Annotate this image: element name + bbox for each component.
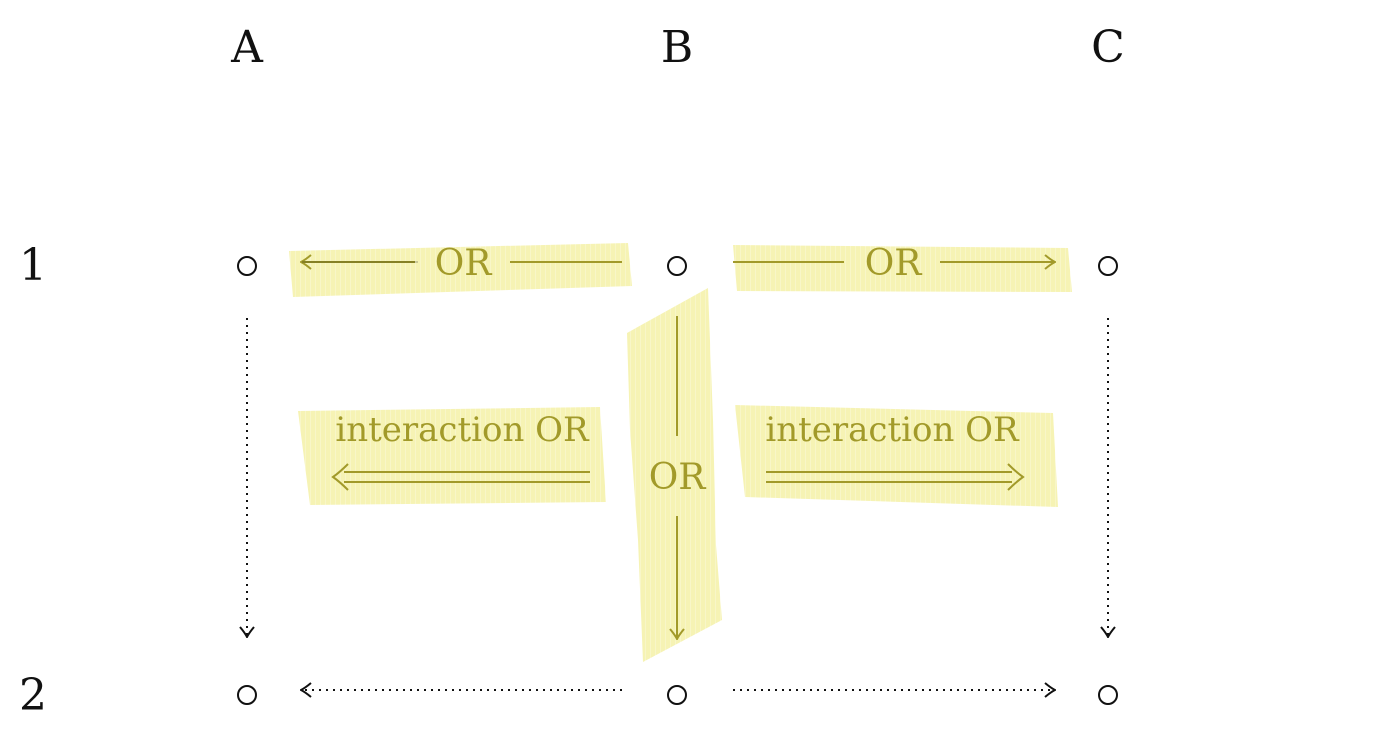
arrow-top-left: OR	[302, 243, 622, 284]
arrow-interaction-left: interaction OR	[331, 410, 590, 491]
nodes	[237, 256, 1118, 705]
arrow-interaction-right: interaction OR	[765, 410, 1025, 491]
highlight-middle	[627, 288, 722, 662]
node-c1	[1098, 256, 1118, 276]
node-a2	[237, 685, 257, 705]
arrow-middle: OR	[649, 316, 707, 638]
label-top-left: OR	[435, 243, 493, 284]
column-header-b: B	[661, 22, 693, 73]
highlight-top-right	[733, 245, 1072, 292]
row-header-1: 1	[19, 240, 47, 291]
row-header-2: 2	[19, 670, 47, 721]
node-b1	[667, 256, 687, 276]
label-interaction-right: interaction OR	[765, 410, 1020, 450]
dotted-arrows	[247, 318, 1108, 690]
node-b2	[667, 685, 687, 705]
column-header-c: C	[1091, 22, 1125, 73]
node-c2	[1098, 685, 1118, 705]
label-top-right: OR	[865, 243, 923, 284]
highlight-top-left	[289, 243, 632, 297]
arrow-top-right: OR	[733, 243, 1054, 284]
highlights	[289, 243, 1072, 662]
node-a1	[237, 256, 257, 276]
label-middle: OR	[649, 457, 707, 498]
highlight-interaction-left	[298, 407, 606, 505]
column-header-a: A	[230, 22, 264, 73]
label-interaction-left: interaction OR	[335, 410, 590, 450]
